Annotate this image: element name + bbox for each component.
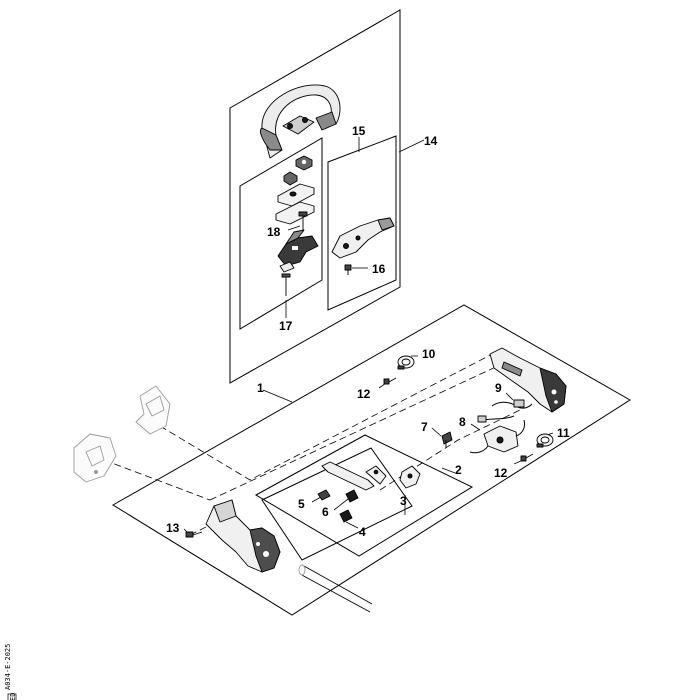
control-handle-panel-1	[112, 304, 631, 616]
assembly-line-upper	[159, 349, 501, 481]
contact-spring-7	[441, 431, 453, 448]
assembly-line-lower	[209, 364, 501, 501]
reference-code-text: A034-E-2025	[4, 644, 12, 690]
spring-5	[317, 489, 331, 501]
screw-12-upper	[383, 377, 397, 385]
hose-clamp-11	[536, 433, 554, 448]
loop-handle-subpanel	[239, 137, 323, 330]
clamp-plate-upper	[277, 183, 315, 207]
assembly-line-parts	[379, 409, 521, 491]
handle-bracket-panel-15	[327, 135, 397, 311]
switch-parts-subpanel	[261, 447, 413, 561]
drive-tube	[298, 564, 373, 613]
callout-2: 2	[455, 463, 462, 477]
callout-15: 15	[352, 124, 366, 138]
handle-bracket	[331, 217, 395, 259]
handle-housing-lower	[205, 499, 281, 573]
callout-12-upper: 12	[357, 387, 371, 401]
callout-18: 18	[267, 225, 281, 239]
long-screw-17	[281, 273, 291, 296]
housing-shell-upper	[135, 385, 171, 435]
callout-3: 3	[400, 494, 407, 508]
switch-kit-panel-2	[254, 434, 474, 557]
callout-4: 4	[359, 525, 366, 539]
callout-1: 1	[257, 381, 264, 395]
reference-code-box-text: ED	[9, 693, 17, 700]
hose-clamp-10	[397, 355, 415, 370]
housing-shell-lower	[73, 433, 117, 483]
screw-16	[344, 264, 352, 275]
callout-8: 8	[459, 415, 466, 429]
callout-5: 5	[298, 497, 305, 511]
callout-6: 6	[322, 505, 329, 519]
clamp-plate-lower	[275, 201, 315, 225]
callout-7: 7	[421, 420, 428, 434]
spring-6	[345, 489, 359, 503]
handle-clamp-lower	[277, 229, 319, 267]
spring-4	[339, 509, 353, 523]
callout-14: 14	[424, 134, 438, 148]
callout-17: 17	[279, 319, 293, 333]
handle-nut	[295, 155, 313, 171]
screw-13	[185, 531, 203, 538]
callout-13: 13	[166, 521, 180, 535]
trigger-interlock	[399, 465, 421, 489]
screw-12-lower	[520, 453, 534, 462]
assembly-line-middle	[103, 459, 211, 501]
handle-nut-lower	[283, 171, 298, 186]
callout-16: 16	[372, 262, 386, 276]
drawing-reference-code: A034-E-2025 ED	[4, 644, 17, 700]
callout-11: 11	[557, 426, 570, 440]
stop-switch-8	[469, 419, 525, 454]
throttle-trigger	[321, 461, 387, 491]
callout-labels: 1 2 3 4 5 6 7 8 9 10 11 12 12 13 14 15 1…	[166, 124, 570, 539]
callout-10: 10	[422, 347, 436, 361]
callout-12-lower: 12	[494, 466, 508, 480]
callout-9: 9	[495, 381, 502, 395]
control-handle-upper	[489, 347, 567, 413]
screw-18	[298, 211, 308, 232]
loop-handle	[259, 84, 341, 159]
wiring-harness-9	[477, 399, 533, 423]
handle-assembly-panel-14	[229, 9, 401, 384]
spring-sleeve	[279, 261, 295, 273]
